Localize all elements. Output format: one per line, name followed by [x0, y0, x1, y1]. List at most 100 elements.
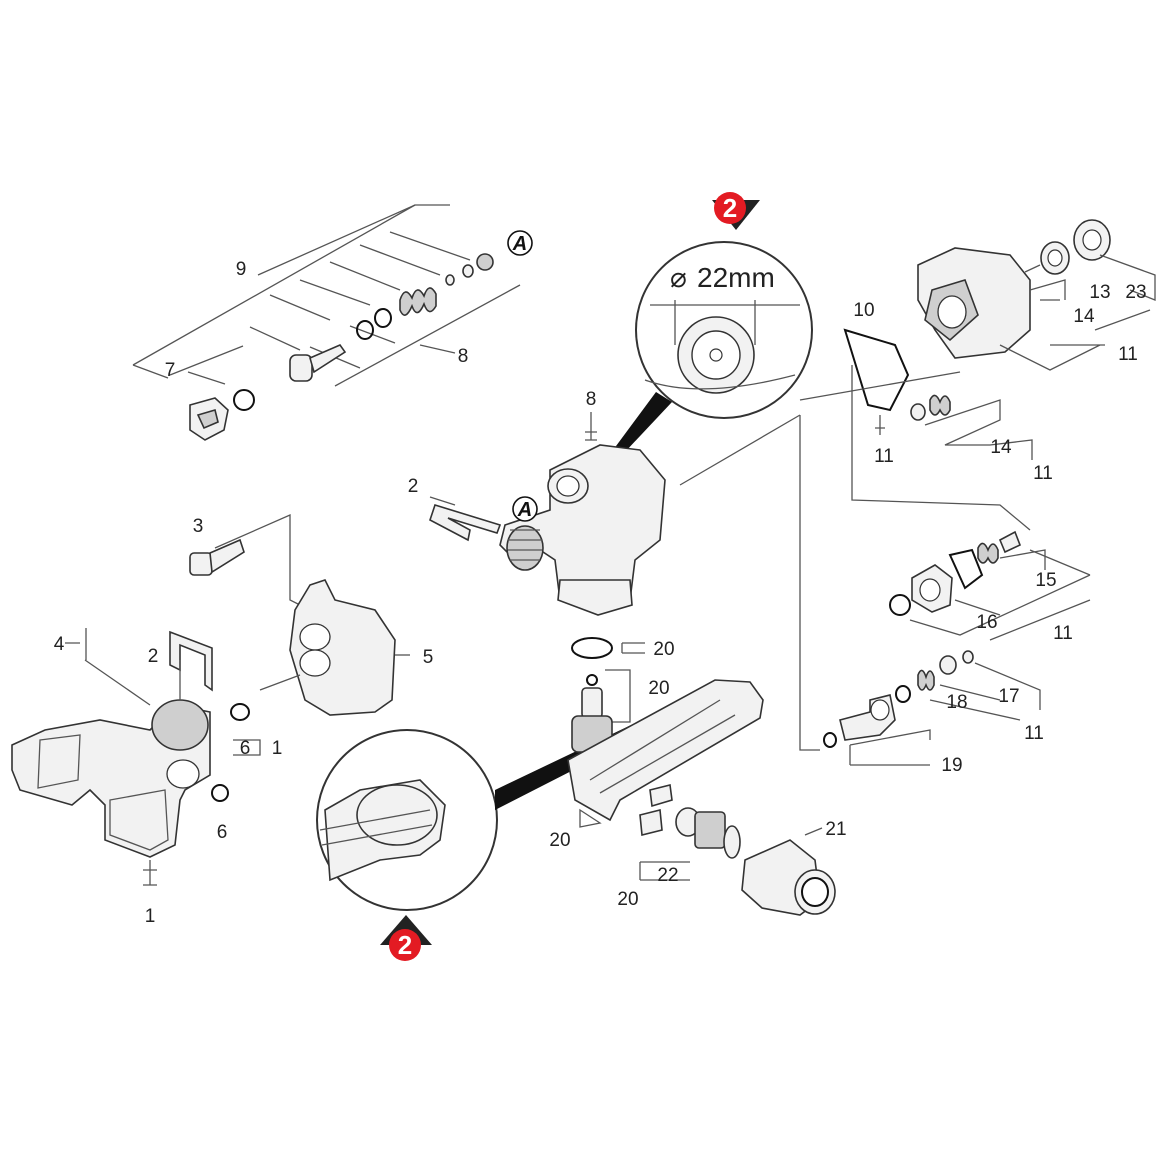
label-22: 22 [657, 865, 678, 886]
label-16: 16 [976, 612, 997, 633]
leader-21 [804, 827, 823, 836]
seal-part-13-hole [1047, 249, 1063, 267]
pump-head-part [499, 444, 666, 616]
label-5: 5 [423, 647, 434, 668]
cylinder-housing-part-5 [289, 579, 396, 716]
coupling-part-22 [675, 807, 741, 859]
label-17: 17 [998, 686, 1019, 707]
clip-part-2-top [429, 504, 502, 542]
tube-lines [319, 809, 433, 846]
label-1-bracket: 1 [272, 738, 283, 759]
bracket-6-1 [233, 739, 261, 756]
label-11-lower: 11 [1053, 623, 1073, 644]
leader-20-bottom [579, 808, 602, 828]
leader-1-bottom [143, 860, 157, 886]
leader-13-14 [1029, 279, 1066, 301]
o-ring-part-18 [895, 685, 911, 703]
pin-part-15 [998, 530, 1022, 554]
bracket-19 [849, 729, 931, 766]
clip-part-2-left [169, 630, 213, 692]
label-2-left: 2 [148, 646, 159, 667]
cylinder-head-part [917, 247, 1031, 359]
ref-a-top: A [512, 233, 527, 255]
washer-part [462, 264, 474, 278]
frame-line-diag [679, 414, 801, 486]
badge-top-text: 2 [723, 193, 737, 223]
label-19: 19 [941, 755, 962, 776]
leader-2-top [429, 496, 456, 506]
bracket-9-foot [132, 364, 169, 379]
leader-20-top [621, 642, 645, 654]
o-ring-6a [230, 703, 250, 721]
badge-bottom-text: 2 [398, 930, 412, 960]
leader-hatches [249, 231, 471, 369]
detail-magnifier-top: 2 ⌀ 22mm [602, 192, 813, 470]
ref-a-top-circle [507, 230, 533, 256]
bracket-9-edge [132, 204, 416, 366]
nut-part [476, 253, 494, 271]
leader-7a [169, 345, 244, 376]
o-ring-6b [211, 784, 229, 802]
manifold-group [567, 637, 836, 916]
bracket-14-11 [924, 399, 1033, 460]
o-ring-8a [374, 308, 392, 328]
dimension-ticks [674, 300, 756, 345]
valve-body-part [289, 344, 347, 382]
label-11-bottom: 11 [1024, 723, 1044, 744]
pin-part-17 [962, 650, 974, 664]
o-ring-part-19 [823, 732, 837, 748]
label-18: 18 [946, 692, 967, 713]
bracket-right-frame [851, 365, 1031, 531]
part-number-labels: 1 1 2 2 3 4 5 6 6 7 8 8 9 10 11 11 11 11… [54, 259, 1147, 927]
gasket-part-15 [948, 548, 984, 590]
pin-4 [65, 628, 87, 660]
label-14-top: 14 [1073, 306, 1095, 327]
label-6-bottom: 6 [217, 822, 228, 843]
label-20-bottom: 20 [617, 889, 638, 910]
label-4: 4 [54, 634, 65, 655]
label-15: 15 [1035, 570, 1056, 591]
right-mid-group [679, 414, 1091, 751]
diameter-value: 22mm [697, 262, 775, 293]
o-ring-20-top [571, 637, 613, 659]
bearing-part-23 [1073, 219, 1111, 261]
label-20-manifold: 20 [549, 830, 570, 851]
small-washer-part [445, 274, 455, 286]
housing-edge [644, 374, 796, 390]
spring-part-15 [977, 542, 999, 564]
label-3: 3 [193, 516, 204, 537]
label-14-mid: 14 [990, 437, 1012, 458]
badge-bottom [389, 929, 421, 961]
badge-top [714, 192, 746, 224]
label-13: 13 [1089, 282, 1110, 303]
o-ring-7 [233, 389, 255, 411]
leader-8 [419, 344, 456, 354]
label-23: 23 [1125, 282, 1146, 303]
label-20-top: 20 [653, 639, 674, 660]
diameter-symbol: ⌀ [670, 262, 687, 293]
leader-6a-edge [259, 674, 301, 691]
ref-a-center: A [517, 499, 532, 521]
bracket-11-top [999, 344, 1105, 371]
bracket-20 [605, 669, 631, 723]
label-21: 21 [825, 819, 846, 840]
bracket-22-20 [639, 861, 690, 881]
bracket-11-edge [1094, 309, 1151, 331]
leader-23 [1099, 254, 1156, 301]
label-11-top: 11 [1118, 344, 1138, 365]
label-2-top: 2 [408, 476, 419, 497]
bracket-17-18-11 [929, 662, 1041, 721]
gasket-part-10 [843, 328, 910, 412]
right-low-group [823, 650, 1041, 766]
spring-part-18 [917, 669, 935, 691]
frame-line-left [799, 415, 820, 751]
check-valve-part-16 [911, 564, 953, 613]
leader-4-2 [84, 659, 181, 706]
ref-a-center-circle [512, 496, 538, 522]
valve-part-14 [910, 403, 926, 421]
leader-10-11 [875, 415, 885, 435]
seat-part-17 [939, 655, 957, 675]
screw-part-3 [189, 538, 245, 576]
